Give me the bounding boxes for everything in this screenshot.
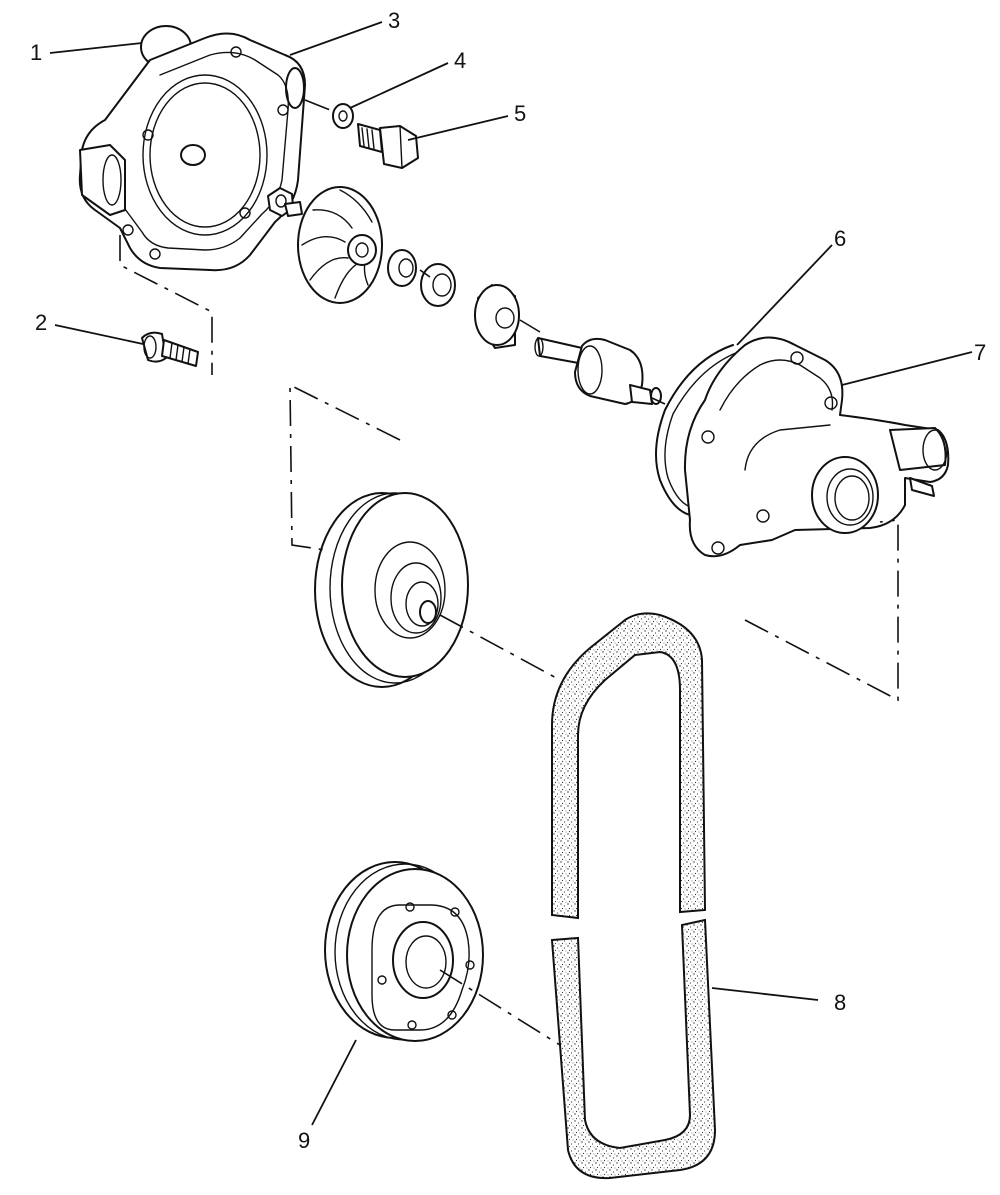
pump-housing-part xyxy=(683,336,950,558)
alignment-lines xyxy=(119,99,899,1046)
shaft-bearing-part xyxy=(534,337,662,405)
callout-labels: 1 2 3 4 5 6 7 8 9 xyxy=(30,8,986,1153)
callout-9: 9 xyxy=(298,1128,310,1153)
callout-8: 8 xyxy=(834,990,846,1015)
cap-screw-part xyxy=(141,331,199,367)
hex-bolt-part xyxy=(357,123,419,169)
pump-cover-part xyxy=(78,32,306,272)
drive-belt-part xyxy=(550,612,717,1180)
callout-6: 6 xyxy=(834,226,846,251)
callout-7: 7 xyxy=(974,340,986,365)
callout-2: 2 xyxy=(35,310,47,335)
callout-5: 5 xyxy=(514,101,526,126)
housing-gasket-part xyxy=(655,344,739,516)
leader-lines xyxy=(49,21,973,1126)
washer-part xyxy=(332,103,354,129)
driven-pulley-part xyxy=(314,492,469,688)
callout-4: 4 xyxy=(454,48,466,73)
mechanical-seal-part xyxy=(420,263,456,307)
impeller-nut-part xyxy=(267,187,303,217)
drive-pulley-part xyxy=(324,861,484,1042)
callout-3: 3 xyxy=(388,8,400,33)
bushing-part xyxy=(474,284,520,349)
impeller-part xyxy=(297,186,383,304)
seal-ring-part xyxy=(387,249,417,287)
callout-1: 1 xyxy=(30,40,42,65)
